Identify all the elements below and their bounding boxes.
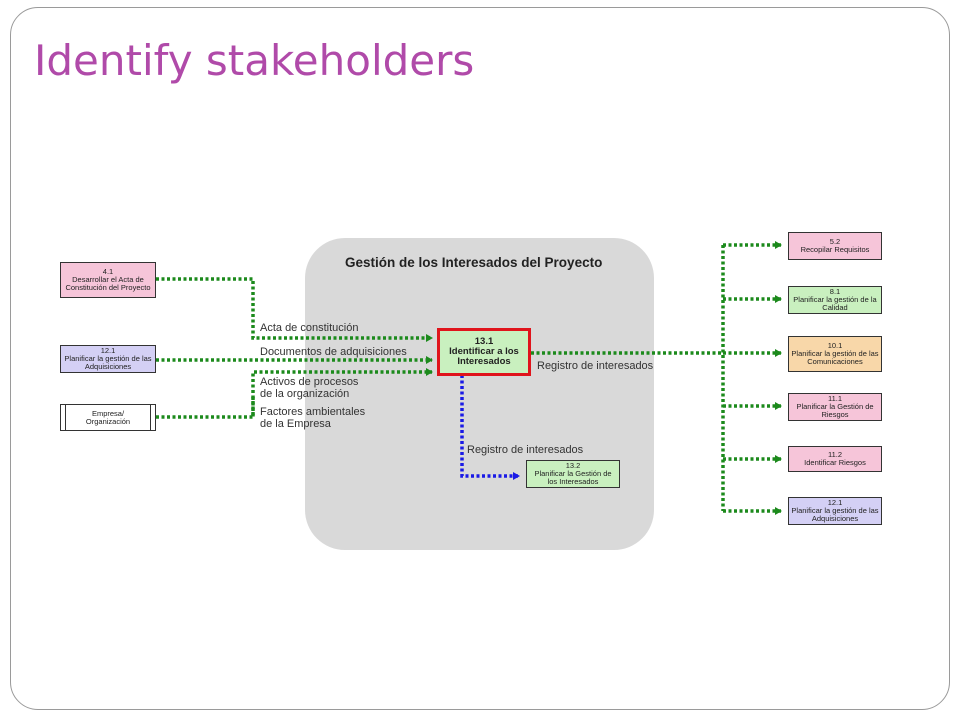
process-box-11-1: 11.1 Planificar la Gestión de Riesgos bbox=[788, 393, 882, 421]
process-code: 13.1 bbox=[474, 336, 494, 347]
flow-label-documentos: Documentos de adquisiciones bbox=[260, 346, 407, 358]
enterprise-label-line2: Organización bbox=[85, 416, 131, 426]
enterprise-organization-box: Empresa/ Organización bbox=[60, 404, 156, 431]
process-code: 4.1 bbox=[102, 267, 114, 276]
connector-acta bbox=[156, 277, 433, 342]
process-code: 13.2 bbox=[565, 461, 581, 470]
process-box-13-2: 13.2 Planificar la Gestión de los Intere… bbox=[526, 460, 620, 488]
knowledge-area-group bbox=[305, 238, 654, 550]
process-box-5-2: 5.2 Recopilar Requisitos bbox=[788, 232, 882, 260]
process-name: Planificar la Gestión de los Interesados bbox=[534, 469, 612, 486]
flow-label-activos-line2: de la organización bbox=[260, 388, 350, 400]
process-code: 10.1 bbox=[827, 341, 843, 350]
process-code: 11.1 bbox=[827, 394, 843, 403]
slide-title: Identify stakeholders bbox=[34, 36, 475, 85]
connector-activos bbox=[156, 368, 433, 419]
process-name: Identificar a los Interesados bbox=[449, 346, 519, 367]
flow-label-registro-down: Registro de interesados bbox=[467, 444, 584, 456]
process-name: Identificar Riesgos bbox=[804, 458, 866, 467]
process-name: Planificar la gestión de la Calidad bbox=[793, 295, 877, 312]
process-name: Planificar la gestión de las Comunicacio… bbox=[791, 349, 879, 366]
connector-to-13-2 bbox=[460, 375, 520, 480]
knowledge-area-title: Gestión de los Interesados del Proyecto bbox=[345, 255, 603, 270]
process-code: 11.2 bbox=[827, 450, 843, 459]
enterprise-label-line1: Empresa/ bbox=[91, 408, 125, 418]
flow-label-factores-line2: de la Empresa bbox=[260, 418, 331, 430]
flow-label-factores-line1: Factores ambientales bbox=[260, 406, 366, 418]
process-box-4-1: 4.1 Desarrollar el Acta de Constitución … bbox=[60, 262, 156, 298]
process-name: Planificar la gestión de las Adquisicion… bbox=[791, 506, 879, 523]
slide-frame bbox=[10, 7, 950, 710]
process-code: 5.2 bbox=[829, 237, 841, 246]
process-code: 8.1 bbox=[829, 287, 841, 296]
flow-label-registro-out: Registro de interesados bbox=[537, 360, 654, 372]
process-code: 12.1 bbox=[100, 346, 116, 355]
process-name: Desarrollar el Acta de Constitución del … bbox=[65, 275, 151, 292]
process-box-10-1: 10.1 Planificar la gestión de las Comuni… bbox=[788, 336, 882, 372]
flow-label-acta: Acta de constitución bbox=[260, 322, 359, 334]
flow-label-activos-line1: Activos de procesos bbox=[260, 376, 359, 388]
process-box-12-1-output: 12.1 Planificar la gestión de las Adquis… bbox=[788, 497, 882, 525]
process-code: 12.1 bbox=[827, 498, 843, 507]
process-name: Planificar la Gestión de Riesgos bbox=[796, 402, 874, 419]
process-box-8-1: 8.1 Planificar la gestión de la Calidad bbox=[788, 286, 882, 314]
process-box-13-1-main: 13.1 Identificar a los Interesados bbox=[437, 328, 531, 376]
process-name: Planificar la gestión de las Adquisicion… bbox=[64, 354, 152, 371]
process-box-11-2: 11.2 Identificar Riesgos bbox=[788, 446, 882, 472]
process-box-12-1-input: 12.1 Planificar la gestión de las Adquis… bbox=[60, 345, 156, 373]
process-name: Recopilar Requisitos bbox=[800, 245, 870, 254]
